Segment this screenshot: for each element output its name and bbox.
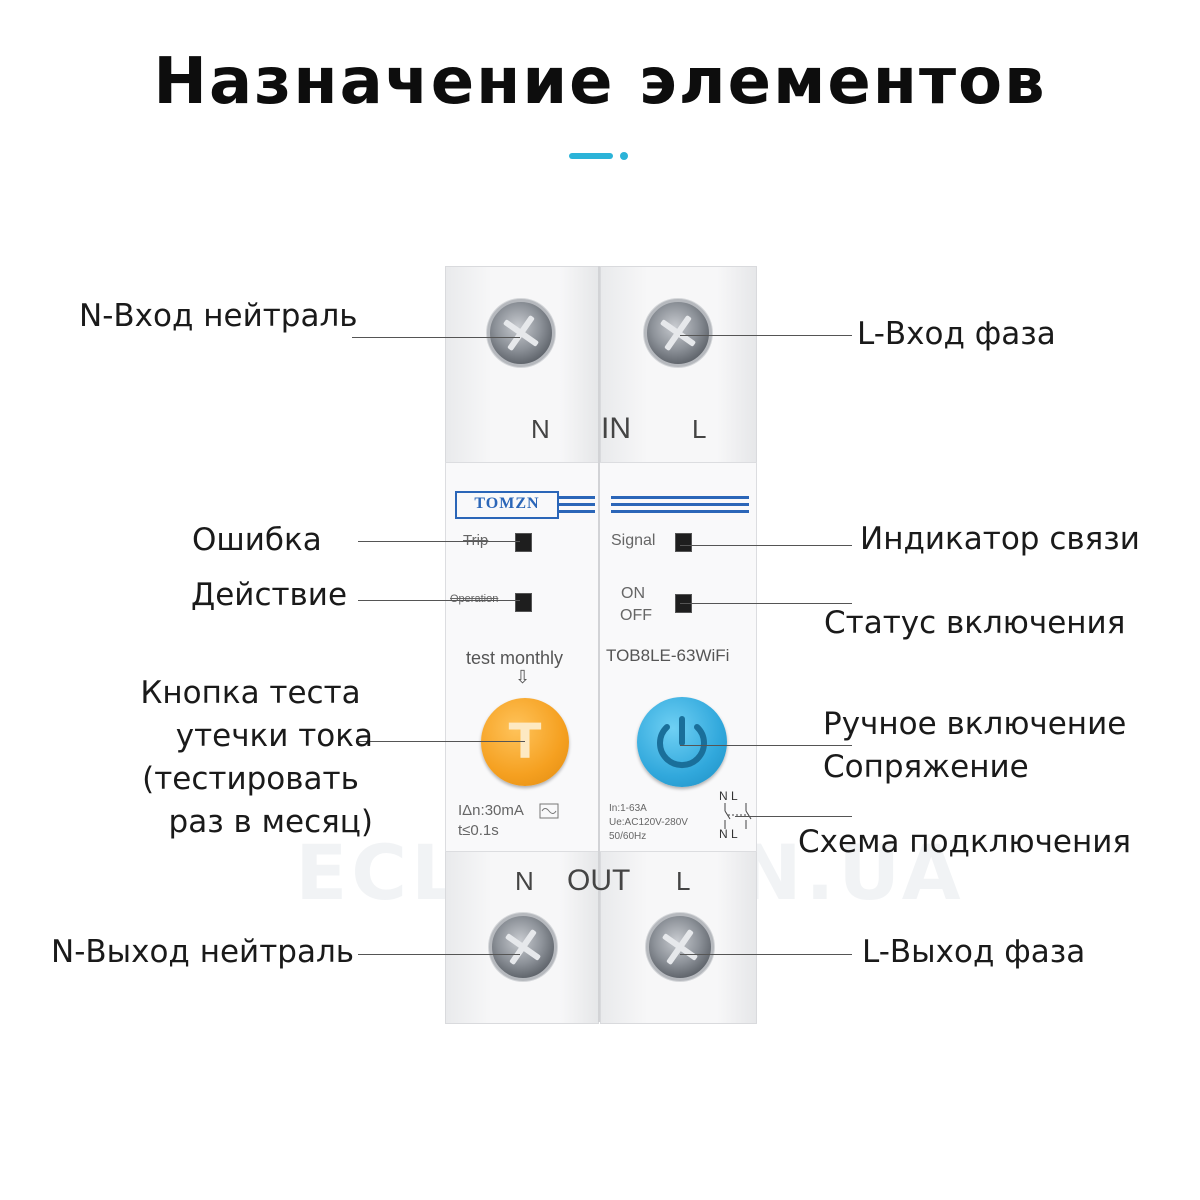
power-button[interactable] xyxy=(637,697,727,787)
pole-divider xyxy=(598,266,600,1022)
leader-line xyxy=(680,545,852,546)
screw-terminal-icon xyxy=(644,299,712,367)
label-bottom-out: OUT xyxy=(567,864,631,897)
callout-n-output: N-Выход нейтраль xyxy=(51,934,355,970)
leader-line xyxy=(735,816,852,817)
label-top-l: L xyxy=(692,414,707,444)
trip-led xyxy=(515,533,532,552)
callout-action: Действие xyxy=(191,577,348,613)
title-accent-bar xyxy=(569,153,613,159)
title-accent-dot xyxy=(620,152,628,160)
screw-terminal-icon xyxy=(489,913,557,981)
callout-status: Статус включения xyxy=(824,605,1126,641)
leader-line xyxy=(680,603,852,604)
label-top-in: IN xyxy=(601,412,631,445)
schematic-bottom: N L xyxy=(719,827,738,841)
callout-test-line4: раз в месяц) xyxy=(168,804,373,840)
operation-led xyxy=(515,593,532,612)
callout-manual-line1: Ручное включение xyxy=(823,706,1127,742)
label-top-n: N xyxy=(531,414,550,444)
callout-test-line3: (тестировать xyxy=(142,761,359,797)
callout-n-input: N-Вход нейтраль xyxy=(79,298,358,334)
callout-test-button: Кнопка теста утечки тока (тестировать ра… xyxy=(128,672,373,844)
breaker-front-panel xyxy=(445,462,757,852)
off-label: OFF xyxy=(620,607,652,624)
screw-terminal-icon xyxy=(646,913,714,981)
rating-time: t≤0.1s xyxy=(458,822,499,839)
leader-line xyxy=(680,335,852,336)
trip-label: Trip xyxy=(463,532,489,549)
callout-error: Ошибка xyxy=(192,522,322,558)
test-monthly-label: test monthly xyxy=(466,648,564,668)
test-arrow-icon: ⇩ xyxy=(515,667,531,687)
leader-line xyxy=(358,954,520,955)
callout-manual-line2: Сопряжение xyxy=(823,749,1029,785)
callout-scheme: Схема подключения xyxy=(798,824,1132,860)
spec-frequency: 50/60Hz xyxy=(609,831,647,842)
brand-lines-right xyxy=(611,496,749,517)
leader-line xyxy=(358,541,520,542)
spec-current: In:1-63A xyxy=(609,803,647,814)
callout-test-line2: утечки тока xyxy=(175,718,373,754)
schematic-top: N L xyxy=(719,789,738,803)
signal-led xyxy=(675,533,692,552)
test-T-icon: T xyxy=(508,714,542,770)
callout-test-line1: Кнопка теста xyxy=(140,675,361,711)
leader-line xyxy=(680,745,852,746)
model-label: TOB8LE-63WiFi xyxy=(606,646,730,665)
label-bottom-l: L xyxy=(676,866,691,896)
callout-l-input: L-Вход фаза xyxy=(857,316,1056,352)
on-label: ON xyxy=(621,585,645,602)
rating-current: IΔn:30mA xyxy=(458,802,524,819)
wiring-schematic-icon xyxy=(724,803,752,829)
page-title: Назначение элементов xyxy=(153,45,1047,119)
signal-label: Signal xyxy=(611,532,656,549)
leader-line xyxy=(357,741,525,742)
callout-l-output: L-Выход фаза xyxy=(862,934,1086,970)
leader-line xyxy=(352,337,520,338)
operation-label: Operation xyxy=(450,593,499,605)
power-icon xyxy=(657,716,707,769)
test-button[interactable]: T xyxy=(481,698,569,786)
callout-signal: Индикатор связи xyxy=(860,521,1140,557)
screw-terminal-icon xyxy=(487,299,555,367)
spec-voltage: Ue:AC120V-280V xyxy=(609,817,688,828)
ac-sine-icon xyxy=(539,803,559,819)
leader-line xyxy=(358,600,520,601)
leader-line xyxy=(680,954,852,955)
brand-lines xyxy=(559,496,595,517)
brand-logo: TOMZN xyxy=(455,491,559,519)
label-bottom-n: N xyxy=(515,866,534,896)
